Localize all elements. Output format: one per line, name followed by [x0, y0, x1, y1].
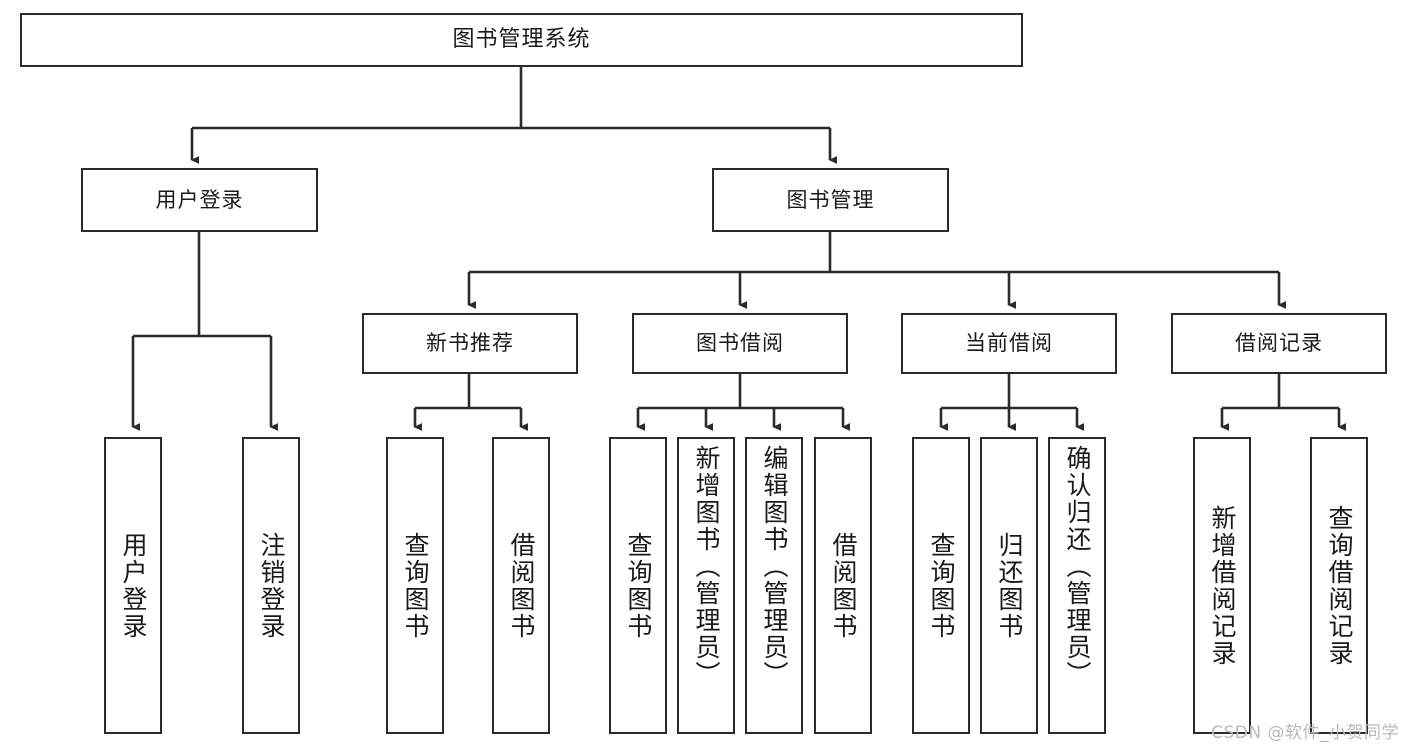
node-leaf-logout-label: 注销登录: [257, 531, 286, 640]
node-leaf-add-book[interactable]: 新增图书（管理员）: [677, 437, 735, 734]
node-current-borrow[interactable]: 当前借阅: [901, 313, 1117, 374]
node-new-book-rec[interactable]: 新书推荐: [362, 313, 578, 374]
csdn-watermark: CSDN @软件_小贺同学: [1211, 723, 1399, 743]
node-leaf-user-login[interactable]: 用户登录: [104, 437, 162, 734]
node-leaf-query-book-2-label: 查询图书: [624, 531, 653, 640]
node-book-manage-label: 图书管理: [786, 187, 875, 212]
node-leaf-confirm-return-label: 确认归还（管理员）: [1063, 445, 1092, 688]
node-leaf-query-book-3-label: 查询图书: [927, 531, 956, 640]
node-root[interactable]: 图书管理系统: [20, 13, 1023, 67]
node-leaf-borrow-book-2-label: 借阅图书: [829, 531, 858, 640]
node-leaf-return-book-label: 归还图书: [995, 531, 1024, 640]
node-borrow-record[interactable]: 借阅记录: [1171, 313, 1387, 374]
node-leaf-user-login-label: 用户登录: [119, 531, 148, 640]
node-leaf-borrow-book-1-label: 借阅图书: [507, 531, 536, 640]
node-new-book-rec-label: 新书推荐: [426, 331, 514, 356]
node-borrow-record-label: 借阅记录: [1235, 331, 1323, 356]
node-leaf-query-book-1-label: 查询图书: [401, 531, 430, 640]
node-root-label: 图书管理系统: [452, 27, 591, 53]
node-book-borrow-label: 图书借阅: [696, 331, 784, 356]
node-leaf-add-record[interactable]: 新增借阅记录: [1193, 437, 1251, 734]
node-leaf-borrow-book-1[interactable]: 借阅图书: [492, 437, 550, 734]
node-user-login-label: 用户登录: [155, 187, 244, 212]
node-book-manage[interactable]: 图书管理: [712, 168, 949, 232]
node-book-borrow[interactable]: 图书借阅: [632, 313, 848, 374]
node-leaf-add-record-label: 新增借阅记录: [1208, 504, 1237, 667]
node-leaf-query-book-2[interactable]: 查询图书: [609, 437, 667, 734]
node-leaf-add-book-label: 新增图书（管理员）: [692, 445, 721, 688]
node-leaf-confirm-return[interactable]: 确认归还（管理员）: [1048, 437, 1106, 734]
node-leaf-query-record[interactable]: 查询借阅记录: [1310, 437, 1368, 734]
node-leaf-query-record-label: 查询借阅记录: [1325, 504, 1354, 667]
node-leaf-logout[interactable]: 注销登录: [242, 437, 300, 734]
node-user-login[interactable]: 用户登录: [81, 168, 318, 232]
node-leaf-query-book-3[interactable]: 查询图书: [912, 437, 970, 734]
node-leaf-return-book[interactable]: 归还图书: [980, 437, 1038, 734]
node-leaf-query-book-1[interactable]: 查询图书: [386, 437, 444, 734]
node-leaf-edit-book-label: 编辑图书（管理员）: [760, 445, 789, 688]
node-leaf-edit-book[interactable]: 编辑图书（管理员）: [745, 437, 803, 734]
node-current-borrow-label: 当前借阅: [965, 331, 1053, 356]
node-leaf-borrow-book-2[interactable]: 借阅图书: [814, 437, 872, 734]
